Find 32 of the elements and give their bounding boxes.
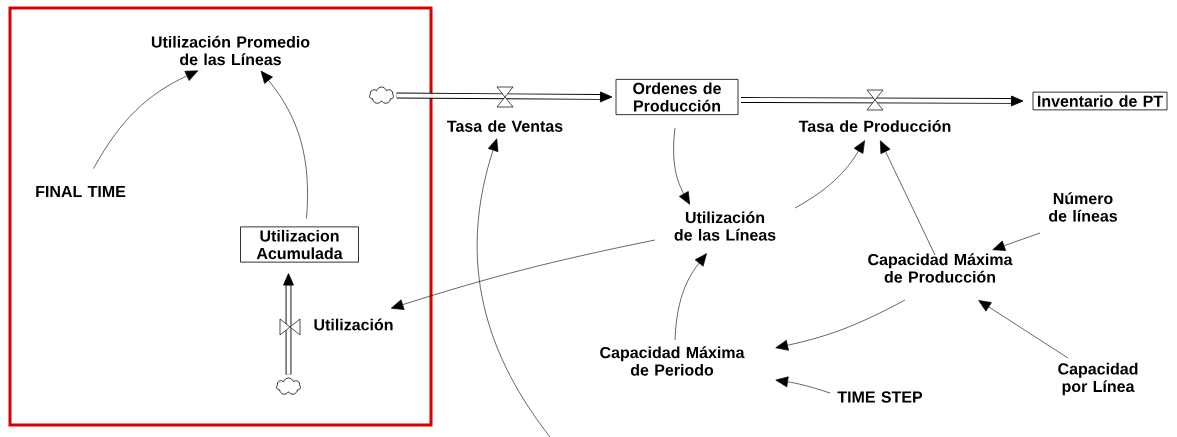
arrow: [673, 127, 690, 205]
frame-rectangle: [8, 6, 433, 427]
stock-box: Ordenes de Producción: [615, 78, 739, 116]
variable-label: Capacidad Máxima de Periodo: [600, 346, 745, 376]
flow-pipe: [741, 95, 1024, 107]
arrow: [674, 253, 707, 341]
variable-label: Utilización: [314, 318, 393, 331]
stock-box: Utilizacion Acumulada: [240, 226, 359, 263]
arrow: [880, 140, 936, 256]
arrow: [794, 140, 865, 209]
arrow: [992, 232, 1041, 251]
variable-label: Número de líneas: [1049, 192, 1118, 222]
flow-pipe: [283, 273, 294, 375]
arrow: [390, 239, 656, 310]
cloud-icon: [276, 377, 301, 395]
variable-label: Capacidad por Línea: [1058, 362, 1138, 396]
arrow: [775, 299, 906, 351]
stock-box: Inventario de PT: [1032, 91, 1168, 111]
flow-pipe: [396, 91, 613, 103]
arrow: [260, 70, 308, 219]
variable-label: Capacidad Máxima de Producción: [868, 253, 1013, 283]
arrow: [93, 70, 199, 169]
variable-label: Utilización Promedio de las Líneas: [151, 35, 310, 66]
variable-label: Tasa de Ventas: [447, 120, 563, 132]
cloud-icon: [369, 86, 394, 104]
arrow: [476, 138, 551, 437]
variable-label: Utilización de las Líneas: [674, 211, 776, 241]
arrow: [978, 300, 1069, 359]
variable-label: FINAL TIME: [36, 186, 126, 197]
variable-label: Tasa de Producción: [798, 120, 951, 132]
variable-label: TIME STEP: [837, 391, 923, 403]
arrow: [775, 376, 831, 394]
